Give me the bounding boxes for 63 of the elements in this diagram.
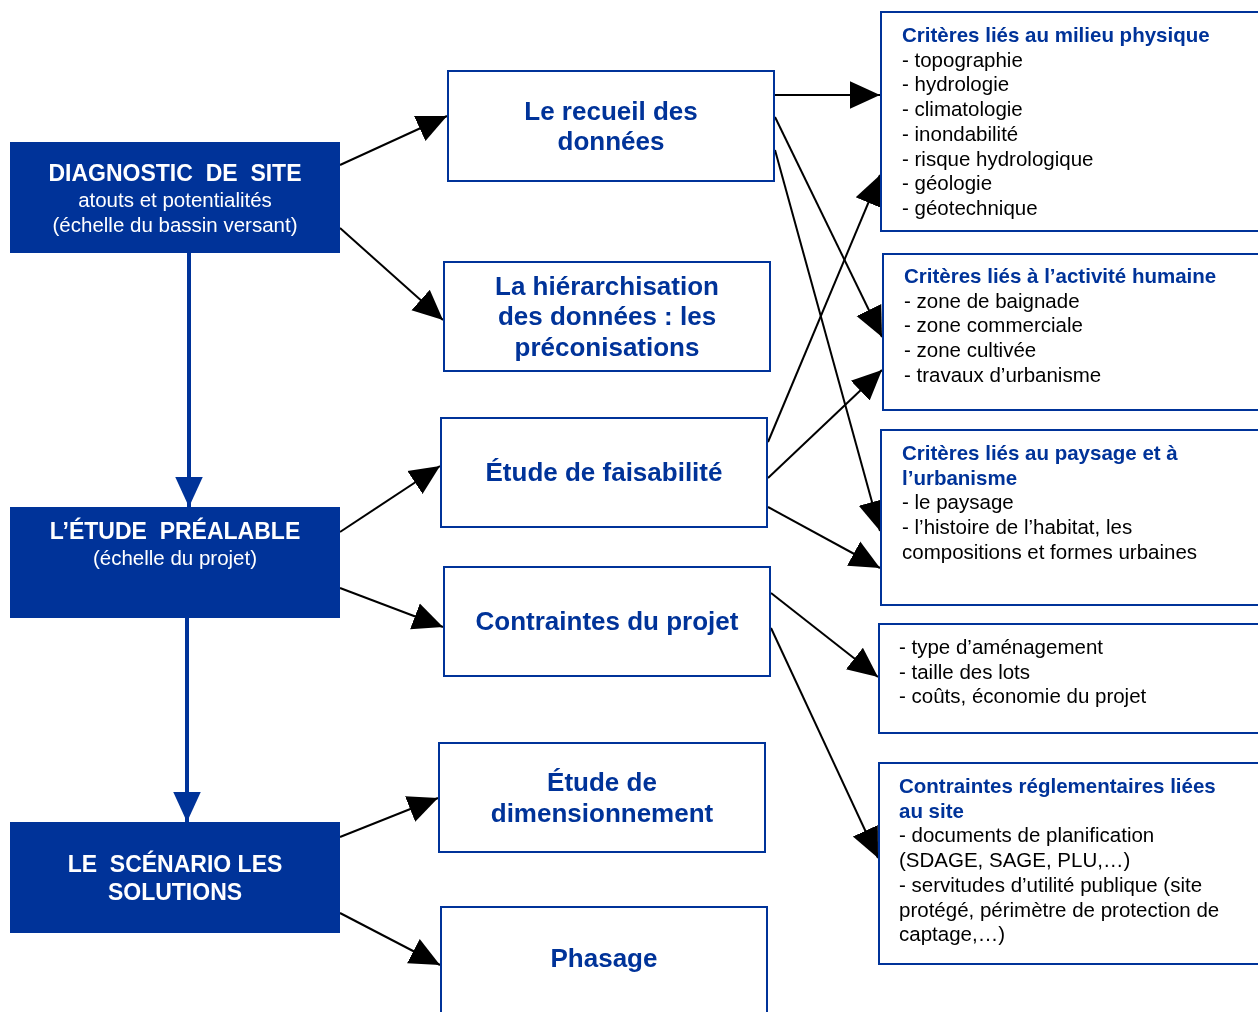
list-item: - risque hydrologique [902,146,1095,172]
arrow [339,115,448,166]
criteria-heading: Critères liés à l’activité humaine [904,264,1218,289]
list-item: - hydrologie [902,72,1011,98]
stage-subtitle: (échelle du bassin versant) [52,211,298,237]
criteria-box [880,11,1258,232]
list-item: - inondabilité [902,121,1020,147]
stage-box [10,142,340,253]
arrow [767,506,881,569]
stage-subtitle: atouts et potentialités [78,186,272,212]
list-item: - coûts, économie du projet [899,684,1148,710]
step-box [447,70,775,182]
list-item: - topographie [902,47,1024,73]
arrow [770,627,879,859]
criteria-box [880,429,1258,606]
criteria-heading: Critères liés au paysage et à l’urbanisme [902,441,1179,491]
step-box [440,906,768,1012]
list-item: - type d’aménagement [899,635,1104,660]
stage-box [10,507,340,618]
arrow [173,618,201,822]
step-box [440,417,768,528]
arrow [774,116,883,338]
criteria-heading: Contraintes réglementaires liées au site [899,774,1217,824]
stage-title: L’ÉTUDE PRÉALABLE [49,517,301,545]
arrow [770,592,879,678]
list-item: - l’histoire de l’habitat, les compositions et formes urbaines [902,515,1199,565]
step-box [443,566,771,677]
arrow [339,796,439,838]
arrow [767,174,882,443]
step-box [443,261,771,372]
list-item: - travaux d’urbanisme [904,362,1103,388]
arrow [339,227,444,321]
list-item: - zone de baignade [904,288,1081,314]
list-item: - géotechnique [902,195,1039,221]
step-title: Étude de dimensionnement [489,767,715,828]
arrow [767,369,883,479]
criteria-heading: Critères liés au milieu physique [902,23,1211,48]
arrow [339,912,441,966]
criteria-box [878,623,1258,734]
step-title: Étude de faisabilité [485,457,723,488]
stage-title: LE SCÉNARIO LES SOLUTIONS [66,849,284,906]
arrow [339,465,441,533]
step-box [438,742,766,853]
list-item: - documents de planification (SDAGE, SAGE, PLU,…) [899,823,1156,873]
step-title: Le recueil des données [523,95,699,157]
step-title: Phasage [550,943,658,974]
list-item: - géologie [902,171,994,196]
stage-title: DIAGNOSTIC DE SITE [48,158,302,187]
criteria-box [878,762,1258,965]
list-item: - le paysage [902,490,1015,516]
step-title: Contraintes du projet [475,606,739,637]
step-title: La hiérarchisation des données : les préconisations [494,270,720,363]
criteria-box [882,253,1258,411]
arrow [774,81,881,109]
list-item: - servitudes d’utilité publique (site protégé, périmètre de protection de captage,…) [899,872,1221,947]
list-item: - zone cultivée [904,338,1038,363]
list-item: - climatologie [902,97,1024,122]
list-item: - zone commerciale [904,313,1084,339]
stage-subtitle: (échelle du projet) [92,545,258,570]
arrow [339,587,444,630]
arrow [175,253,203,507]
list-item: - taille des lots [899,659,1032,685]
stage-box [10,822,340,933]
